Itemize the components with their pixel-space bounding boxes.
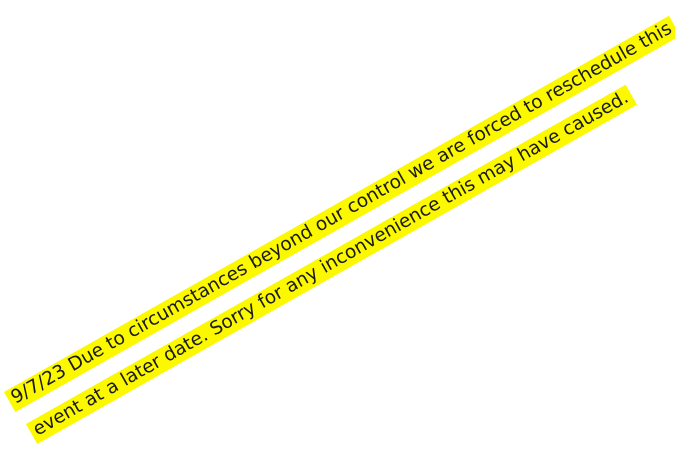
notice-line-2: event at a later date. Sorry for any inc… (26, 84, 637, 444)
notice-line-1: 9/7/23 Due to circumstances beyond our c… (4, 15, 675, 412)
